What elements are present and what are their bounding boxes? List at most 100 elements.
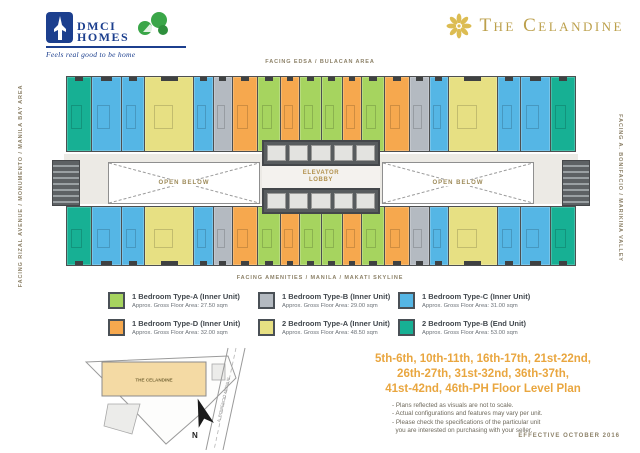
unit: [342, 77, 362, 151]
open-below-cross-icon: [383, 163, 533, 203]
legend-swatch: [258, 319, 275, 336]
legend-item: 1 Bedroom Type-C (Inner Unit) Approx. Gr…: [398, 292, 563, 309]
unit: [551, 77, 576, 151]
legend-item: 2 Bedroom Type-B (End Unit) Approx. Gros…: [398, 319, 563, 336]
site-map: THE CELANDINE A. BONIFACIO AVENUE N: [78, 346, 270, 451]
note-line: - Plans reflected as visuals are not to …: [392, 402, 514, 409]
legend-label: 1 Bedroom Type-B (Inner Unit): [282, 292, 391, 301]
floor-levels-heading: 5th-6th, 10th-11th, 16th-17th, 21st-22nd…: [375, 353, 591, 395]
unit: [145, 77, 194, 151]
unit: [91, 77, 122, 151]
floor-plan: OPEN BELOW OPEN BELOW ELEVATOR LOBBY: [44, 76, 598, 268]
stairwell-left: [52, 160, 80, 206]
unit: [362, 77, 385, 151]
unit: [362, 207, 385, 265]
legend-area: Approx. Gross Floor Area: 27.50 sqm: [132, 302, 228, 309]
open-below-left: OPEN BELOW: [108, 162, 260, 204]
unit: [122, 207, 145, 265]
facing-label-left: FACING RIZAL AVENUE / MONUMENTO / MANILA…: [18, 84, 24, 288]
logo-name-line2: HOMES: [77, 30, 130, 44]
effective-date: EFFECTIVE OCTOBER 2016: [518, 433, 620, 439]
unit: [385, 77, 410, 151]
logo-name-line1: DMCI: [77, 19, 117, 33]
unit: [67, 77, 91, 151]
facing-label-bottom: FACING AMENITIES / MANILA / MAKATI SKYLI…: [236, 275, 404, 281]
unit: [321, 207, 342, 265]
unit: [91, 207, 122, 265]
facing-label-right: FACING A. BONIFACIO / MARIKINA VALLEY: [617, 114, 623, 262]
unit: [257, 77, 280, 151]
north-label: N: [192, 431, 198, 440]
unit: [300, 77, 321, 151]
facing-label-top: FACING EDSA / BULACAN AREA: [265, 59, 375, 65]
unit: [280, 77, 300, 151]
open-below-right: OPEN BELOW: [382, 162, 534, 204]
legend-area: Approx. Gross Floor Area: 31.00 sqm: [422, 302, 518, 309]
unit: [520, 77, 551, 151]
unit: [321, 77, 342, 151]
celandine-flower-icon: [446, 13, 472, 39]
unit: [429, 207, 448, 265]
legend-item: 2 Bedroom Type-A (Inner Unit) Approx. Gr…: [258, 319, 398, 336]
note-line: you are interested on purchasing with yo…: [392, 427, 533, 435]
unit: [67, 207, 91, 265]
logo-tagline: Feels real good to be home: [46, 50, 136, 59]
unit: [257, 207, 280, 265]
unit: [145, 207, 194, 265]
legend-swatch: [108, 319, 125, 336]
unit-row-top: [66, 76, 576, 152]
legend-label: 1 Bedroom Type-D (Inner Unit): [132, 319, 241, 328]
legend-swatch: [108, 292, 125, 309]
legend-swatch: [398, 319, 415, 336]
legend-label: 1 Bedroom Type-A (Inner Unit): [132, 292, 240, 301]
legend-area: Approx. Gross Floor Area: 32.00 sqm: [132, 329, 228, 336]
elevator-core: ELEVATOR LOBBY: [262, 140, 380, 214]
note-line: - Please check the specifications of the…: [392, 418, 541, 426]
open-below-cross-icon: [109, 163, 259, 203]
sitemap-building-label: THE CELANDINE: [135, 378, 172, 383]
project-title: The Celandine: [446, 13, 624, 39]
dmci-tower-icon: [46, 12, 73, 43]
stairwell-right: [562, 160, 590, 206]
legend-item: 1 Bedroom Type-B (Inner Unit) Approx. Gr…: [258, 292, 398, 309]
unit: [497, 207, 520, 265]
unit: [410, 207, 429, 265]
unit: [300, 207, 321, 265]
unit: [410, 77, 429, 151]
unit: [280, 207, 300, 265]
unit: [213, 77, 232, 151]
elevator-bank-top: [262, 140, 380, 166]
north-arrow-icon: N: [192, 398, 214, 440]
legend-item: 1 Bedroom Type-A (Inner Unit) Approx. Gr…: [108, 292, 258, 309]
legend-label: 2 Bedroom Type-B (End Unit): [422, 319, 527, 328]
unit: [497, 77, 520, 151]
elevator-bank-bottom: [262, 188, 380, 214]
sitemap-building: [101, 361, 207, 397]
unit: [342, 207, 362, 265]
project-title-text: The Celandine: [479, 15, 624, 36]
disclaimer-notes: - Plans reflected as visuals are not to …: [392, 402, 543, 436]
unit: [429, 77, 448, 151]
legend-label: 2 Bedroom Type-A (Inner Unit): [282, 319, 390, 328]
unit: [448, 77, 497, 151]
elevator-lobby-label: ELEVATOR LOBBY: [262, 166, 380, 188]
unit: [194, 207, 213, 265]
legend-swatch: [258, 292, 275, 309]
legend-area: Approx. Gross Floor Area: 53.00 sqm: [422, 329, 518, 336]
unit: [194, 77, 213, 151]
logo-divider: [46, 46, 186, 48]
unit: [213, 207, 232, 265]
legend-item: 1 Bedroom Type-D (Inner Unit) Approx. Gr…: [108, 319, 258, 336]
unit-type-legend: 1 Bedroom Type-A (Inner Unit) Approx. Gr…: [108, 292, 563, 336]
note-line: - Actual configurations and features may…: [392, 410, 543, 418]
dmci-homes-logo: DMCI HOMES Feels real good to be home: [46, 10, 196, 59]
unit: [232, 207, 257, 265]
legend-area: Approx. Gross Floor Area: 29.00 sqm: [282, 302, 378, 309]
unit: [448, 207, 497, 265]
legend-swatch: [398, 292, 415, 309]
logo-house-trees-icon: [135, 10, 169, 43]
legend-label: 1 Bedroom Type-C (Inner Unit): [422, 292, 531, 301]
unit: [122, 77, 145, 151]
unit: [385, 207, 410, 265]
